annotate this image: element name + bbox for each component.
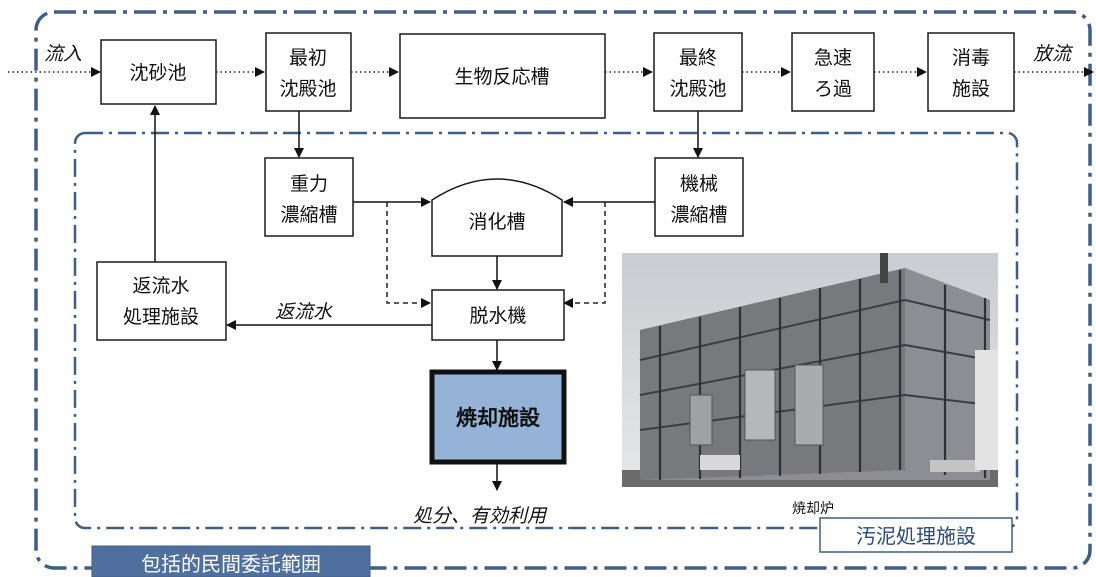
inflow-label: 流入 bbox=[44, 43, 82, 65]
contract-scope-label-box bbox=[91, 545, 371, 577]
grit-chamber-label: 沈砂池 bbox=[129, 62, 186, 84]
digester-tank bbox=[431, 178, 563, 257]
disinfection-label-1: 消毒 bbox=[952, 47, 990, 69]
mechanical-thickener-label-1: 機械 bbox=[680, 173, 718, 195]
gravity-thickener-label-2: 濃縮槽 bbox=[280, 204, 337, 226]
return-water-treatment-label-1: 返流水 bbox=[132, 275, 189, 297]
mechanical-bypass-dashed bbox=[563, 202, 606, 308]
final-settling-label-2: 沈殿池 bbox=[669, 78, 726, 100]
sludge-facility-label: 汚泥処理施設 bbox=[856, 524, 976, 548]
return-water-label: 返流水 bbox=[275, 301, 333, 323]
discharge-label: 放流 bbox=[1033, 43, 1074, 65]
bioreactor-label: 生物反応槽 bbox=[454, 66, 549, 88]
dewatering-label: 脱水機 bbox=[469, 305, 526, 327]
gravity-thickener-label-1: 重力 bbox=[290, 173, 328, 195]
incinerator-photo bbox=[622, 253, 998, 487]
primary-settling-label-1: 最初 bbox=[289, 47, 327, 69]
incineration-box bbox=[429, 369, 567, 465]
contract-scope-boundary bbox=[34, 10, 1092, 570]
grit-chamber-box bbox=[100, 39, 217, 105]
contract-scope-label: 包括的民間委託範囲 bbox=[141, 552, 321, 576]
dewatering-box bbox=[431, 289, 565, 341]
gravity-bypass-dashed bbox=[386, 202, 431, 308]
incineration-label: 焼却施設 bbox=[456, 406, 541, 430]
sludge-facility-boundary bbox=[73, 131, 1019, 530]
gravity-thickener-box bbox=[264, 157, 354, 237]
mechanical-thickener-label-2: 濃縮槽 bbox=[670, 204, 727, 226]
return-water-treatment-box bbox=[96, 261, 227, 341]
disposal-label: 処分、有効利用 bbox=[413, 505, 548, 527]
return-water-treatment-label-2: 処理施設 bbox=[123, 306, 199, 328]
rapid-filtration-label-2: ろ過 bbox=[814, 78, 852, 100]
mechanical-thickener-box bbox=[654, 157, 744, 237]
final-settling-label-1: 最終 bbox=[679, 47, 717, 69]
final-settling-box bbox=[653, 32, 743, 112]
primary-settling-label-2: 沈殿池 bbox=[279, 78, 336, 100]
photo-caption: 焼却炉 bbox=[792, 501, 834, 517]
digester-label: 消化槽 bbox=[468, 211, 525, 233]
sludge-facility-label-box bbox=[819, 517, 1013, 553]
disinfection-label-2: 施設 bbox=[952, 78, 990, 100]
primary-settling-box bbox=[265, 32, 352, 112]
bioreactor-box bbox=[399, 33, 606, 119]
rapid-filtration-label-1: 急速 bbox=[814, 47, 852, 69]
